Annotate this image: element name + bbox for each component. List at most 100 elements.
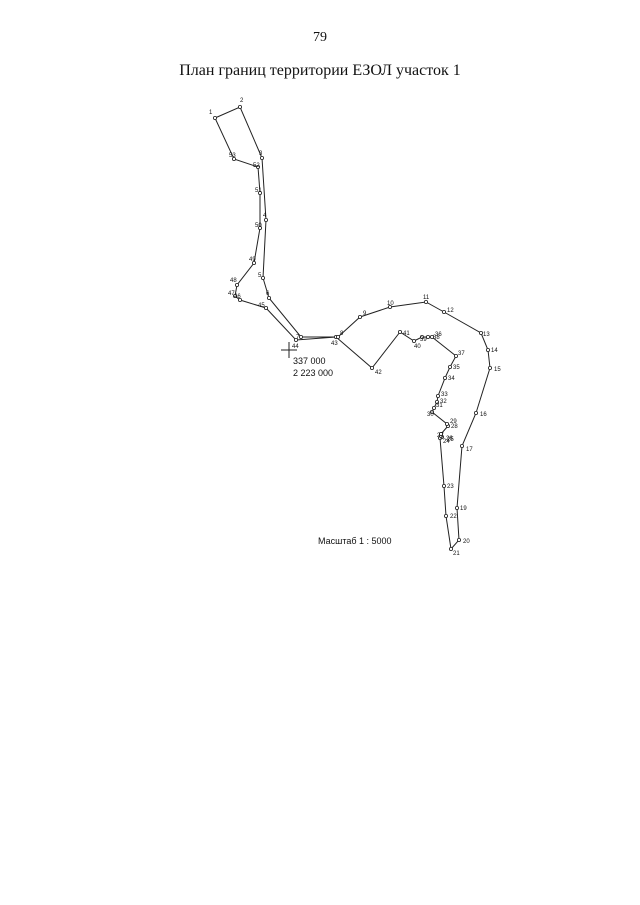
page-number: 79 (313, 30, 327, 45)
boundary-point-44 (293, 337, 298, 342)
boundary-point-label-14: 14 (491, 348, 498, 354)
boundary-point-label-35: 35 (453, 365, 460, 371)
boundary-point-label-37: 37 (458, 351, 465, 357)
boundary-point-label-32: 32 (440, 399, 447, 405)
boundary-point-34 (442, 375, 447, 380)
boundary-point-38 (425, 334, 430, 339)
boundary-point-label-34: 34 (448, 376, 455, 382)
boundary-point-41 (397, 329, 402, 334)
boundary-point-49 (251, 260, 256, 265)
boundary-point-label-23: 23 (447, 484, 454, 490)
boundary-point-label-11: 11 (423, 295, 430, 301)
boundary-point-label-51: 51 (255, 188, 262, 194)
boundary-point-label-12: 12 (447, 308, 454, 314)
boundary-point-3 (259, 155, 264, 160)
boundary-point-label-50: 50 (255, 223, 262, 229)
boundary-point-label-7: 7 (296, 335, 300, 341)
boundary-point-label-29: 29 (450, 419, 457, 425)
boundary-point-label-4: 4 (263, 213, 267, 219)
boundary-point-label-52: 52 (253, 163, 260, 169)
boundary-point-label-41: 41 (403, 331, 410, 337)
boundary-point-label-48: 48 (230, 278, 237, 284)
boundary-point-label-25: 25 (447, 437, 454, 443)
boundary-point-5 (260, 275, 265, 280)
boundary-point-50 (257, 225, 262, 230)
boundary-point-label-47: 47 (228, 291, 235, 297)
boundary-point-48 (234, 282, 239, 287)
boundary-point-label-3: 3 (259, 151, 263, 157)
boundary-polyline (214, 106, 491, 551)
boundary-point-label-16: 16 (480, 412, 487, 418)
boundary-point-label-39: 39 (420, 337, 427, 343)
boundary-point-label-6: 6 (266, 291, 270, 297)
boundary-point-46 (237, 297, 242, 302)
boundary-point-label-15: 15 (494, 367, 501, 373)
grid-y-coordinate: 2 223 000 (293, 368, 334, 378)
boundary-point-47 (232, 293, 237, 298)
boundary-point-27 (438, 431, 443, 436)
boundary-point-11 (423, 299, 428, 304)
boundary-point-21 (448, 547, 453, 552)
boundary-point-32 (434, 399, 439, 404)
boundary-point-label-46: 46 (234, 294, 241, 300)
boundary-points (212, 105, 492, 552)
boundary-point-13 (478, 330, 483, 335)
boundary-point-label-38: 38 (433, 335, 440, 341)
boundary-point-label-8: 8 (340, 331, 344, 337)
boundary-point-label-36: 36 (435, 332, 442, 338)
boundary-point-label-9: 9 (363, 311, 367, 317)
boundary-point-12 (441, 309, 446, 314)
boundary-point-29 (444, 421, 449, 426)
boundary-point-14 (485, 347, 490, 352)
boundary-point-label-17: 17 (466, 447, 473, 453)
boundary-point-8 (335, 334, 340, 339)
grid-cross-icon (281, 342, 297, 358)
boundary-point-label-27: 27 (437, 433, 444, 439)
boundary-point-label-20: 20 (463, 539, 470, 545)
boundary-point-16 (473, 410, 478, 415)
boundary-point-label-43: 43 (331, 341, 338, 347)
boundary-point-label-45: 45 (258, 303, 265, 309)
boundary-point-label-28: 28 (451, 424, 458, 430)
boundary-point-label-30: 30 (427, 412, 434, 418)
boundary-point-42 (369, 365, 374, 370)
boundary-point-label-40: 40 (414, 344, 421, 350)
boundary-point-20 (456, 538, 461, 543)
boundary-point-label-33: 33 (441, 392, 448, 398)
boundary-point-9 (357, 314, 362, 319)
boundary-point-2 (237, 105, 242, 110)
boundary-point-23 (441, 483, 446, 488)
boundary-point-label-1: 1 (209, 110, 213, 116)
boundary-point-label-10: 10 (387, 301, 394, 307)
boundary-point-label-26: 26 (446, 436, 453, 442)
boundary-point-19 (454, 505, 459, 510)
boundary-point-label-22: 22 (450, 514, 457, 520)
boundary-point-40 (411, 338, 416, 343)
boundary-point-label-5: 5 (258, 273, 262, 279)
boundary-point-37 (453, 353, 458, 358)
boundary-point-label-44: 44 (292, 344, 299, 350)
boundary-lines (214, 106, 491, 551)
boundary-point-45 (263, 305, 268, 310)
boundary-point-30 (429, 409, 434, 414)
boundary-point-35 (447, 364, 452, 369)
boundary-point-31 (431, 405, 436, 410)
boundary-point-1 (212, 116, 217, 121)
boundary-point-7 (298, 334, 303, 339)
scale-label: Масштаб 1 : 5000 (318, 536, 392, 546)
boundary-point-label-24: 24 (443, 439, 450, 445)
boundary-point-17 (459, 443, 464, 448)
boundary-point-label-2: 2 (240, 98, 244, 104)
boundary-point-4 (263, 217, 268, 222)
boundary-point-label-42: 42 (375, 370, 382, 376)
boundary-point-52 (255, 164, 260, 169)
boundary-point-label-21: 21 (453, 551, 460, 557)
boundary-point-33 (435, 393, 440, 398)
boundary-point-label-53: 53 (229, 153, 236, 159)
boundary-point-label-49: 49 (249, 257, 256, 263)
boundary-point-15 (487, 365, 492, 370)
boundary-point-label-19: 19 (460, 506, 467, 512)
boundary-point-label-13: 13 (483, 332, 490, 338)
boundary-point-label-31: 31 (436, 403, 443, 409)
